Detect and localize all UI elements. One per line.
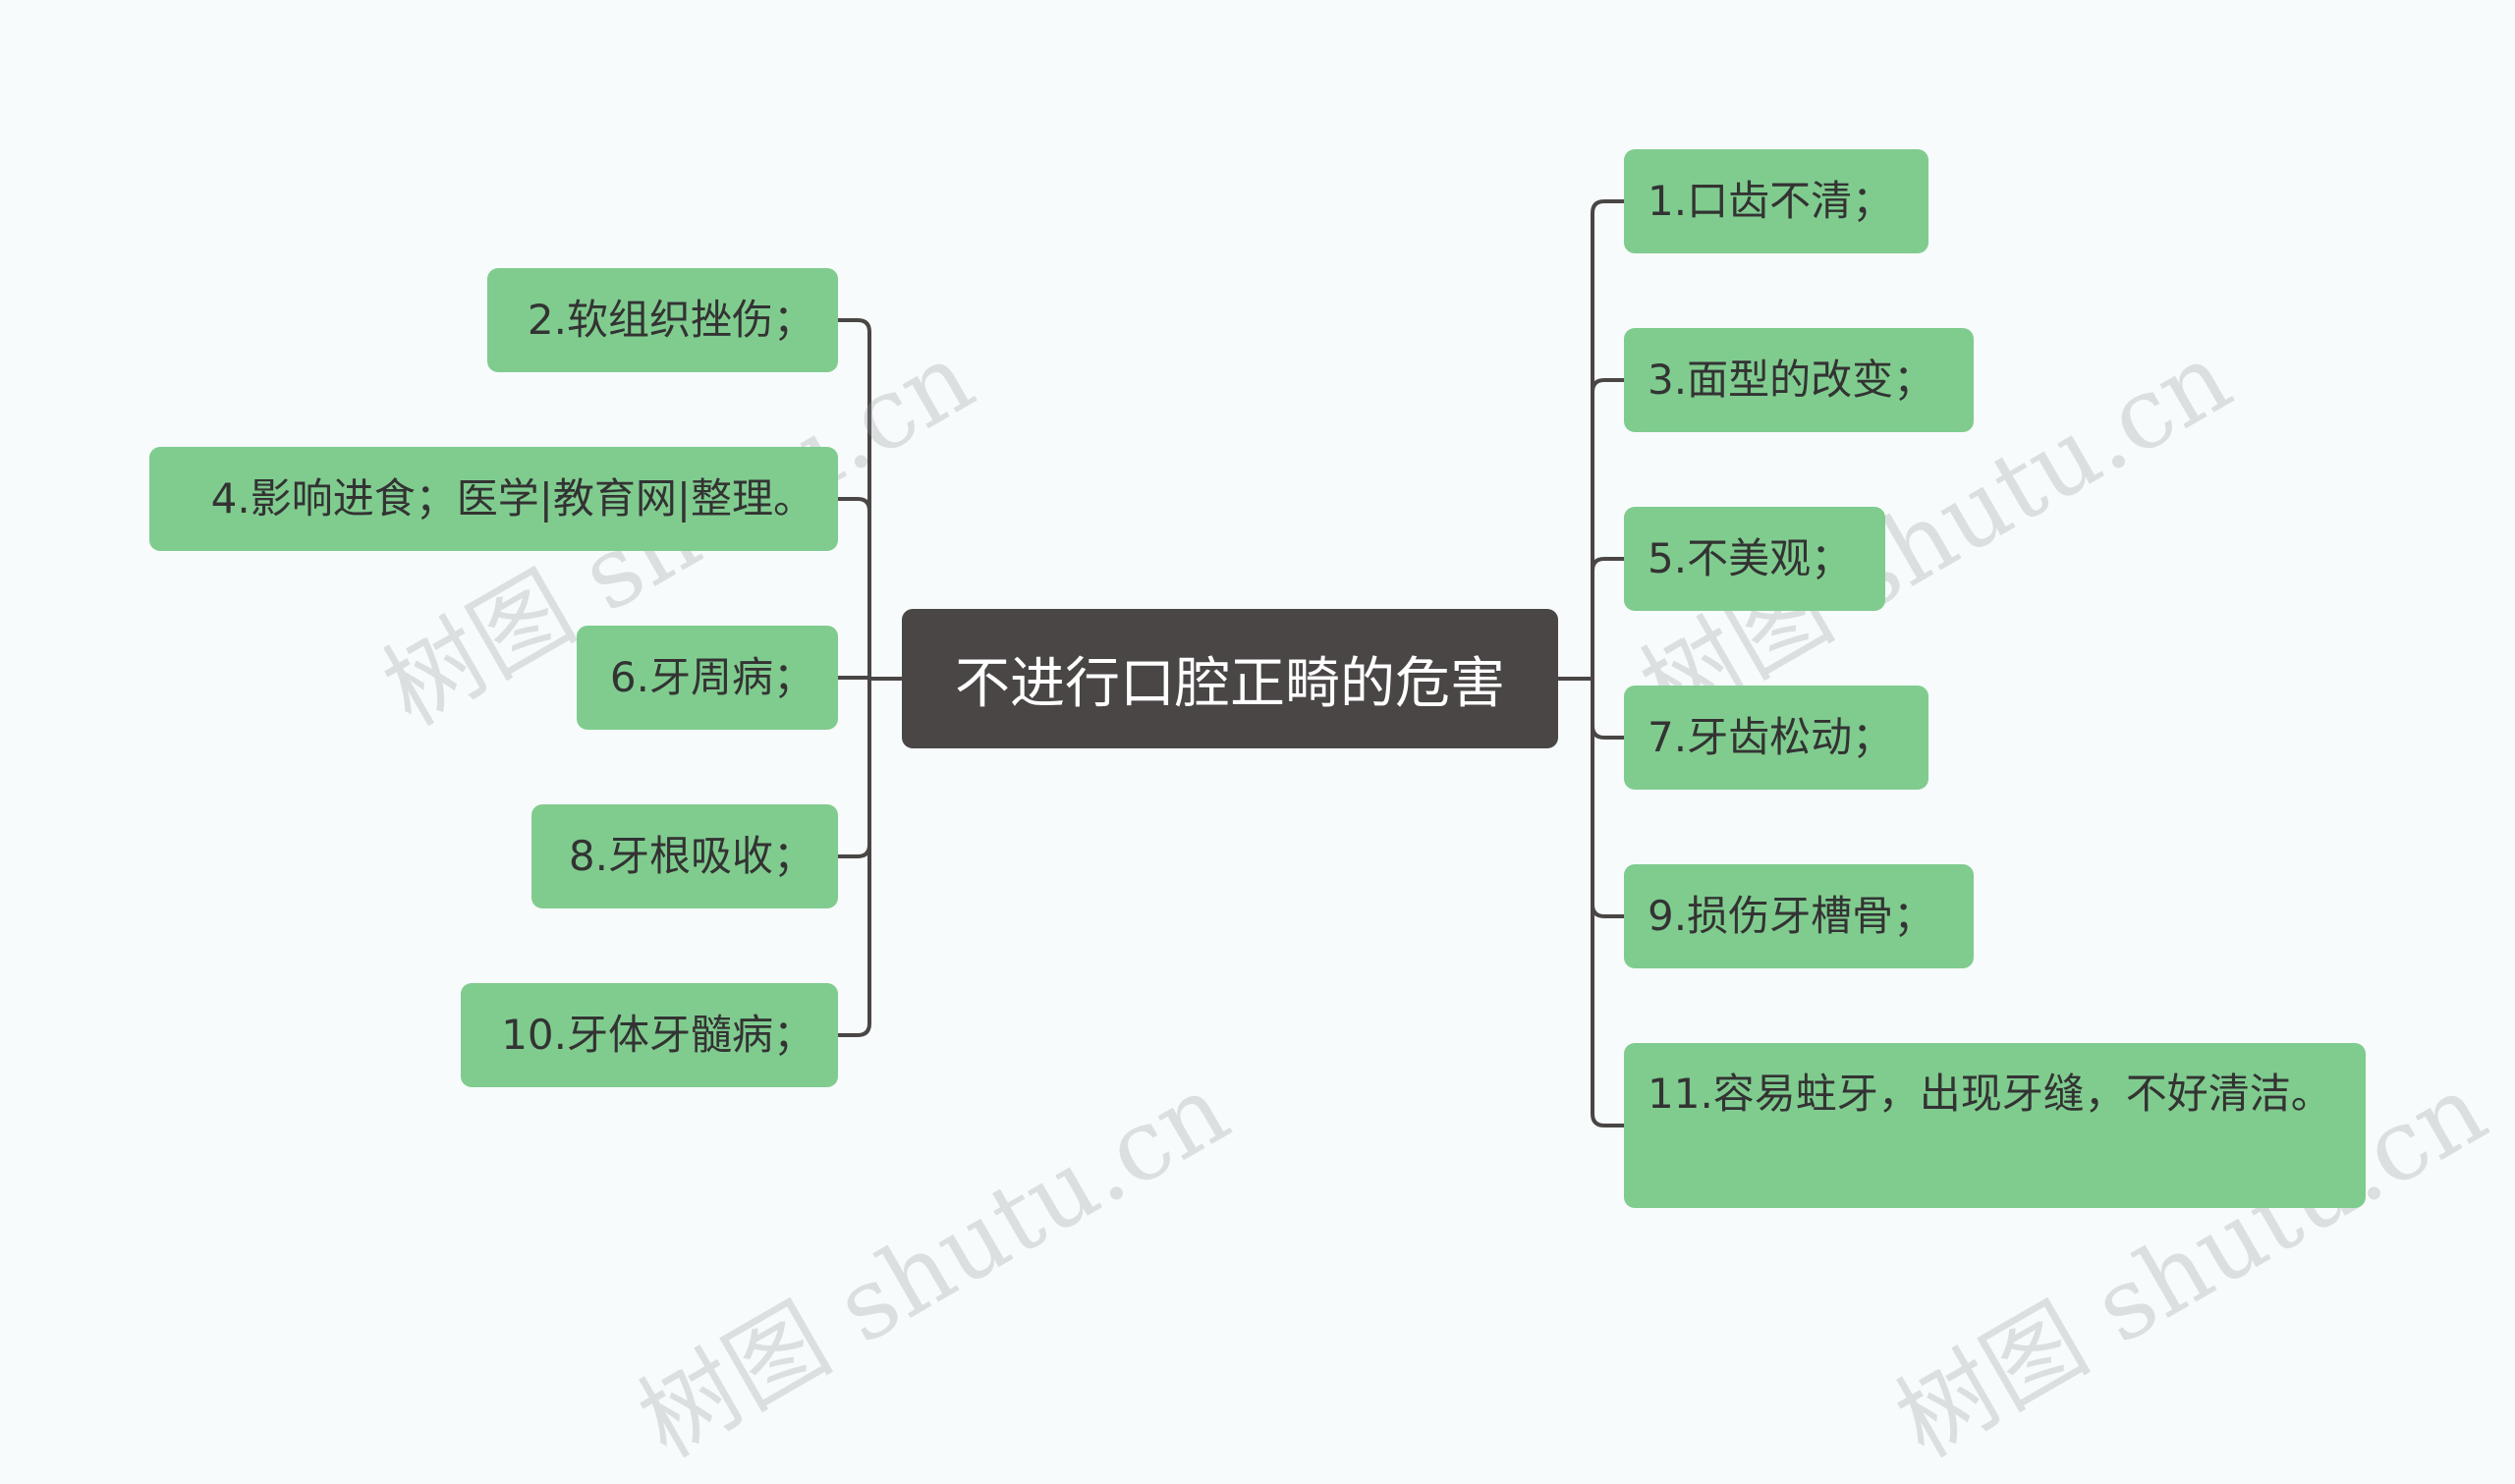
branch-node-2[interactable]: 2.软组织挫伤； xyxy=(487,268,838,372)
right-branch-connector xyxy=(1591,199,1624,679)
left-branch-connector xyxy=(838,679,871,1037)
branch-node-1[interactable]: 1.口齿不清； xyxy=(1624,149,1928,253)
mindmap-canvas: 树图 shutu.cn 树图 shutu.cn 树图 shutu.cn 树图 s… xyxy=(149,149,2504,1479)
branch-node-10[interactable]: 10.牙体牙髓病； xyxy=(461,983,838,1087)
branch-node-9[interactable]: 9.损伤牙槽骨； xyxy=(1624,864,1974,968)
right-branch-connector xyxy=(1591,679,1624,740)
branch-node-5[interactable]: 5.不美观； xyxy=(1624,507,1885,611)
branch-node-11[interactable]: 11.容易蛀牙，出现牙缝，不好清洁。 xyxy=(1624,1043,2366,1208)
branch-node-3[interactable]: 3.面型的改变； xyxy=(1624,328,1974,432)
right-branch-connector xyxy=(1591,378,1624,679)
right-branch-connector xyxy=(1591,557,1624,679)
right-branch-connector xyxy=(1591,679,1624,918)
left-branch-connector xyxy=(838,497,871,679)
left-branch-connector xyxy=(838,318,871,679)
branch-node-7[interactable]: 7.牙齿松动； xyxy=(1624,686,1928,790)
branch-node-8[interactable]: 8.牙根吸收； xyxy=(531,804,838,908)
root-topic[interactable]: 不进行口腔正畸的危害 xyxy=(902,609,1558,748)
connector-lines xyxy=(838,199,1624,1127)
branch-node-6[interactable]: 6.牙周病； xyxy=(577,626,838,730)
left-branch-connector xyxy=(838,679,871,858)
right-branch-connector xyxy=(1591,679,1624,1127)
branch-node-4[interactable]: 4.影响进食；医学|教育网|整理。 xyxy=(149,447,838,551)
